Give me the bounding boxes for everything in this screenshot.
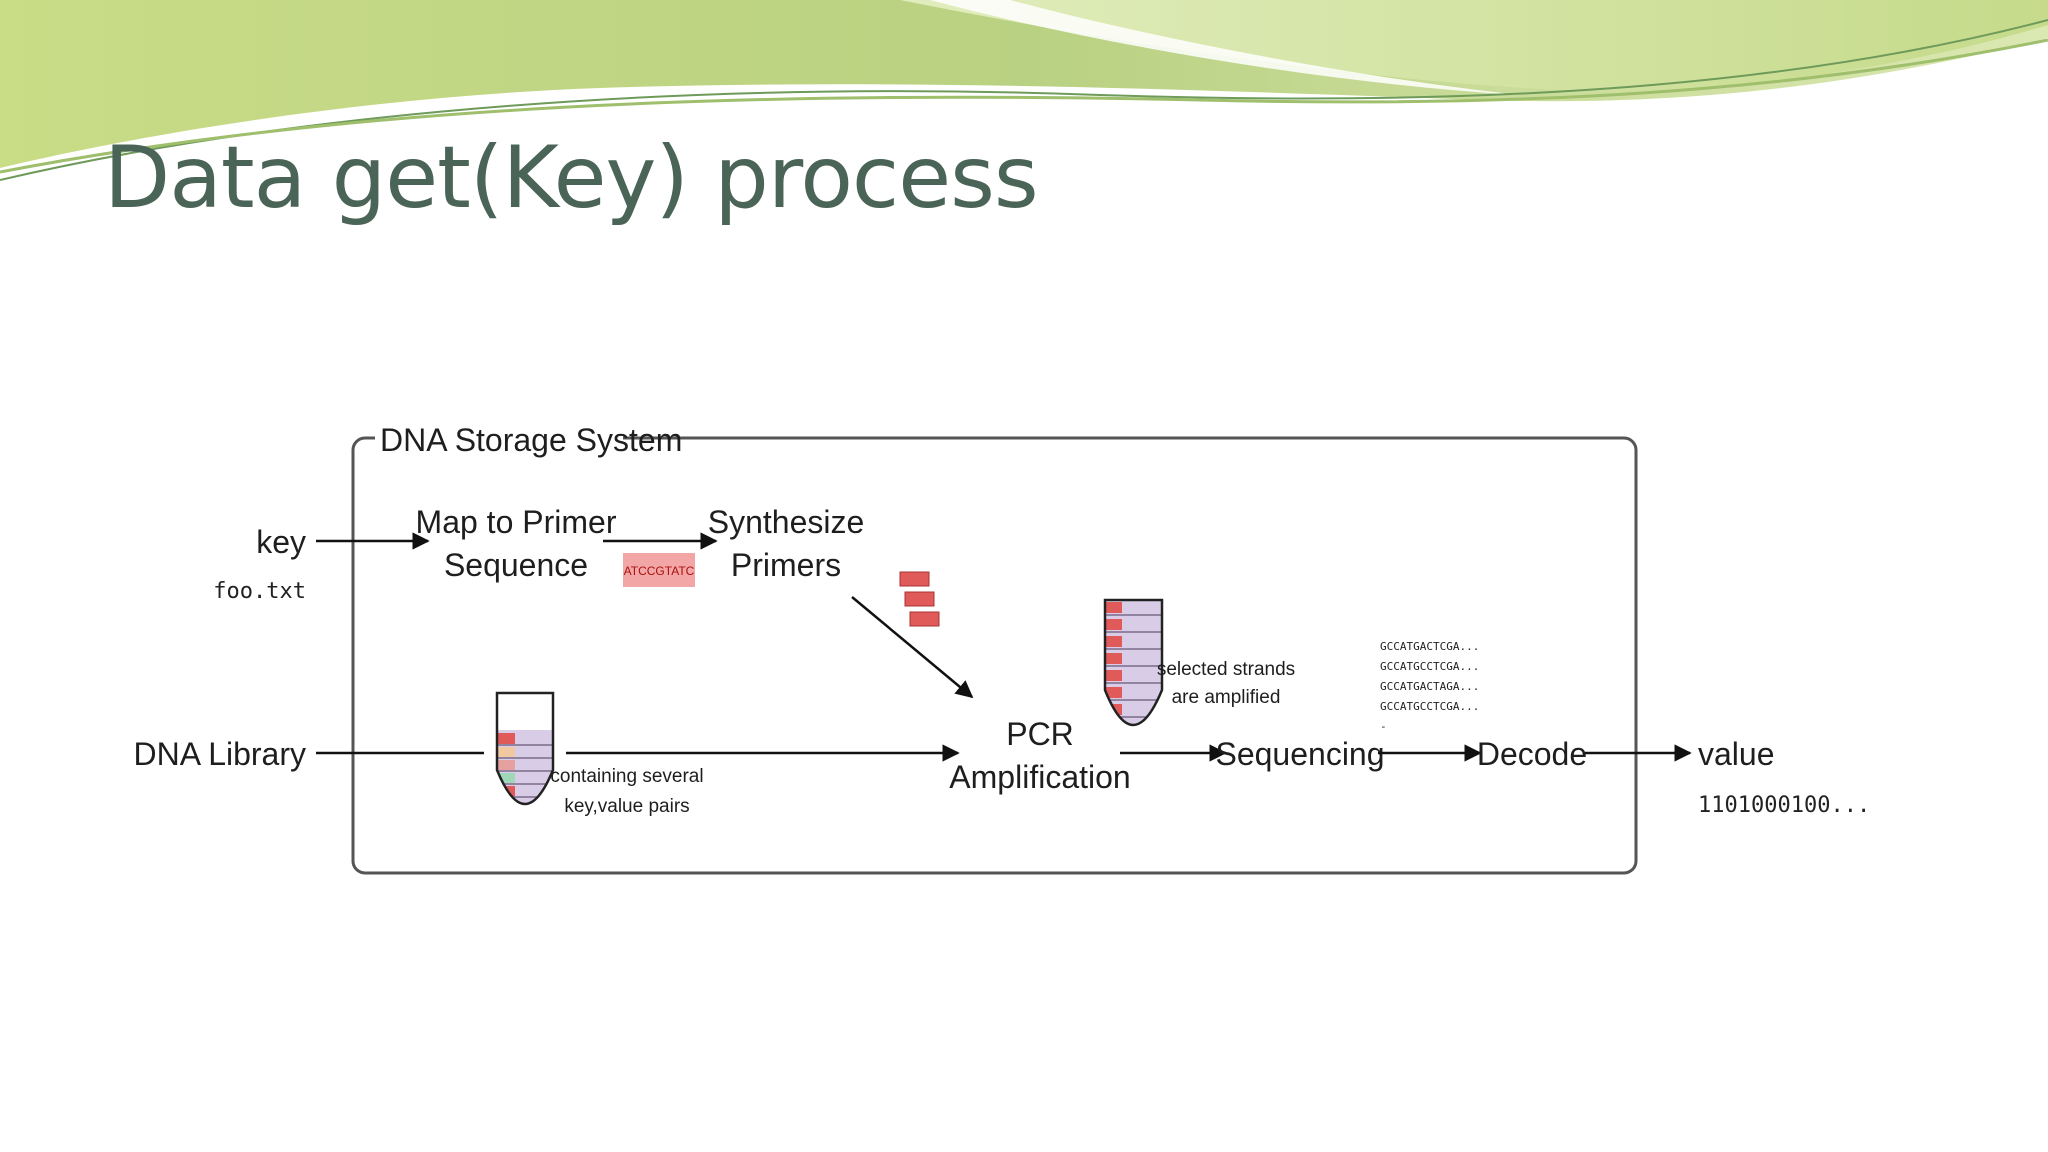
system-frame <box>351 436 1638 875</box>
sequence-reads-more: - <box>1380 720 1387 733</box>
sequence-reads: GCCATGACTCGA... GCCATGCCTCGA... GCCATGAC… <box>1380 640 1479 733</box>
swoosh-line-2 <box>0 38 2048 174</box>
key-example: foo.txt <box>213 579 306 604</box>
amplified-tube <box>1103 598 1164 726</box>
arrow-synth-to-pcr <box>851 596 974 699</box>
synth-step-line1: Synthesize <box>708 504 865 540</box>
map-step-line2: Sequence <box>444 547 588 583</box>
value-label: value <box>1698 736 1775 772</box>
library-note-line2: key,value pairs <box>564 796 689 817</box>
system-label-mask <box>375 415 623 461</box>
primer-block <box>909 611 940 627</box>
sequence-read: GCCATGCCTCGA... <box>1380 700 1479 713</box>
decode-step: Decode <box>1477 736 1587 772</box>
primer-blocks <box>899 571 940 627</box>
primer-block <box>899 571 930 587</box>
value-example: 1101000100... <box>1698 793 1870 818</box>
map-step-line1: Map to Primer <box>416 504 617 540</box>
header-swoosh <box>0 0 2048 181</box>
primer-block <box>904 591 935 607</box>
primer-tag-box <box>623 553 695 587</box>
sequence-read: GCCATGCCTCGA... <box>1380 660 1479 673</box>
library-note-line1: containing several <box>550 766 703 787</box>
system-label: DNA Storage System <box>380 422 682 458</box>
library-label: DNA Library <box>134 736 307 772</box>
amplified-note-line1: selected strands <box>1157 659 1295 680</box>
amplified-note-line2: are amplified <box>1172 687 1281 708</box>
synth-step-line2: Primers <box>731 547 841 583</box>
swoosh-white-streak <box>930 0 1520 95</box>
slide-title: Data get(Key) process <box>104 128 1039 228</box>
key-label: key <box>256 524 306 560</box>
sequence-read: GCCATGACTCGA... <box>1380 640 1479 653</box>
swoosh-highlight <box>900 0 2048 91</box>
pcr-step-line1: PCR <box>1006 716 1074 752</box>
library-tube <box>495 691 555 805</box>
primer-tag: ATCCGTATC <box>624 564 695 578</box>
pcr-step-line2: Amplification <box>949 759 1130 795</box>
sequencing-step: Sequencing <box>1215 736 1384 772</box>
sequence-read: GCCATGACTAGA... <box>1380 680 1479 693</box>
